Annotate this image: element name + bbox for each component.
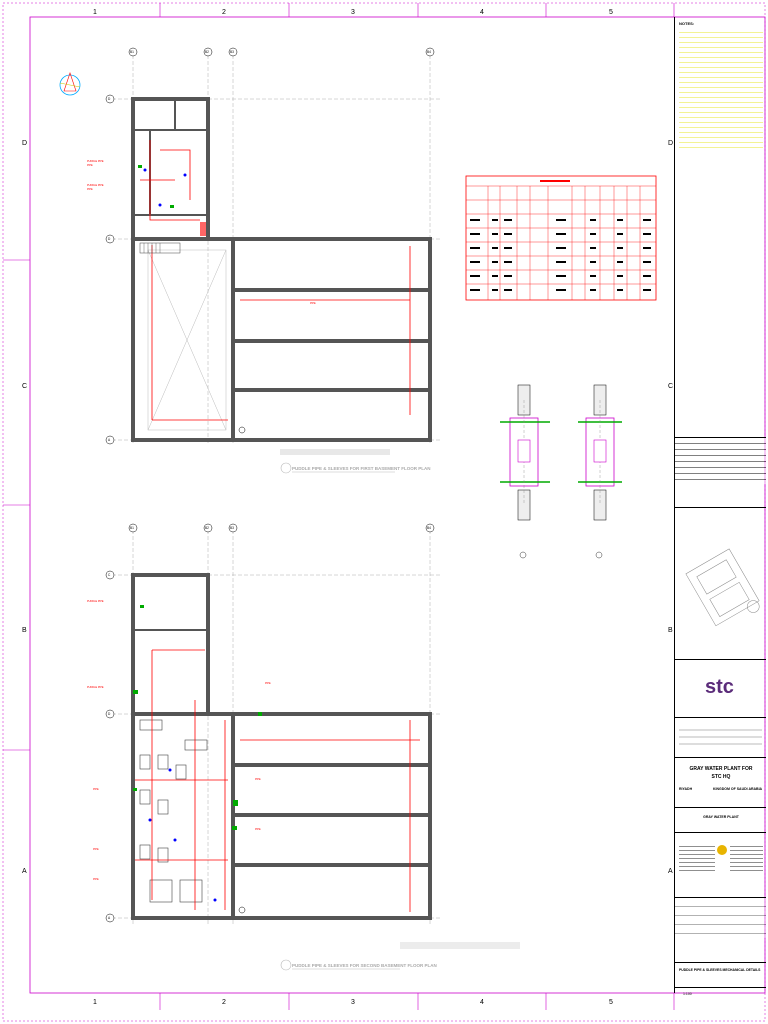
revision-table (675, 437, 766, 495)
svg-text:PIPE: PIPE (87, 188, 93, 191)
grid-label-row-d2: D (108, 237, 111, 241)
row-label-right-D: D (668, 140, 673, 147)
contractor-section (675, 832, 766, 882)
col-label-top-3: 3 (351, 9, 355, 16)
grid-label-b3: B3 (230, 50, 234, 54)
upper-floor-plan: B1 B2 B3 B4 D D A (59, 47, 440, 445)
col-label-bottom-4: 4 (480, 999, 484, 1006)
notes-lines (679, 28, 763, 148)
svg-text:PUDDLE PIPE: PUDDLE PIPE (87, 686, 104, 689)
row-label-left-A: A (22, 868, 27, 875)
svg-text:PIPE: PIPE (310, 302, 316, 305)
col-label-top-2: 2 (222, 9, 226, 16)
section-detail-right (578, 384, 622, 559)
row-label-left-C: C (22, 383, 27, 390)
notes-section: NOTES: (679, 21, 763, 148)
drawing-title-section: PUDDLE PIPE & SLEEVES MECHANICAL DETAILS (675, 962, 766, 987)
col-label-top-5: 5 (609, 9, 613, 16)
row-label-left-B: B (22, 627, 27, 634)
scale-section: 1:100 (675, 987, 766, 996)
row-label-right-A: A (668, 868, 673, 875)
col-label-bottom-2: 2 (222, 999, 226, 1006)
grid-label-lower-row-d: D (108, 712, 111, 716)
grid-label-lower-b3: B3 (230, 526, 234, 530)
project-line-2: STC HQ (711, 774, 731, 780)
svg-text:PIPE: PIPE (93, 788, 99, 791)
contractor-logo-icon (717, 845, 727, 855)
client-logo: stc (705, 676, 734, 698)
section-detail-left (500, 384, 550, 559)
drawing-subject: GRAY WATER PLANT (703, 815, 739, 819)
drawing-title: PUDDLE PIPE & SLEEVES MECHANICAL DETAILS (679, 968, 761, 972)
grid-label-lower-row-c: C (108, 573, 111, 577)
grid-label-lower-b1: B1 (130, 526, 134, 530)
project-section: GRAY WATER PLANT FOR STC HQ RIYADH KINGD… (675, 757, 766, 797)
grid-label-b2: B2 (205, 50, 209, 54)
location-right: KINGDOM OF SAUDI ARABIA (713, 787, 763, 791)
svg-text:PIPE: PIPE (93, 848, 99, 851)
row-label-right-B: B (668, 627, 673, 634)
row-label-right-C: C (668, 383, 673, 390)
lower-floor-plan: B1 B2 B3 B4 C D A (87, 523, 440, 925)
svg-text:PIPE: PIPE (255, 828, 261, 831)
subject-section: GRAY WATER PLANT (675, 807, 766, 827)
drawing-info-table (675, 897, 766, 947)
svg-text:PUDDLE PIPE: PUDDLE PIPE (87, 600, 104, 603)
col-label-bottom-1: 1 (93, 999, 97, 1006)
svg-text:PIPE: PIPE (93, 878, 99, 881)
client-section: stc (675, 659, 766, 717)
lower-plan-title: PUDDLE PIPE & SLEEVES FOR SECOND BASEMEN… (280, 959, 437, 971)
svg-text:PIPE: PIPE (265, 682, 271, 685)
row-markers (3, 259, 30, 751)
row-label-left-D: D (22, 140, 27, 147)
schedule-table (465, 175, 657, 301)
upper-plan-title: PUDDLE PIPE & SLEEVES FOR FIRST BASEMENT… (280, 462, 431, 474)
grid-label-lower-row-a: A (108, 916, 111, 920)
column-markers (159, 3, 675, 1010)
grid-label-lower-b2: B2 (205, 526, 209, 530)
svg-text:PUDDLE PIPE & SLEEVES FOR FIRS: PUDDLE PIPE & SLEEVES FOR FIRST BASEMENT… (292, 466, 431, 471)
grid-label-row-a: A (108, 438, 111, 442)
grid-label-b4: B4 (427, 50, 431, 54)
notes-title: NOTES: (679, 21, 695, 26)
col-label-bottom-5: 5 (609, 999, 613, 1006)
north-arrow-icon (59, 72, 81, 96)
col-label-top-4: 4 (480, 9, 484, 16)
grid-label-row-d: D (108, 97, 111, 101)
col-label-bottom-3: 3 (351, 999, 355, 1006)
svg-text:PUDDLE PIPE: PUDDLE PIPE (87, 184, 104, 187)
col-label-top-1: 1 (93, 9, 97, 16)
grid-label-lower-b4: B4 (427, 526, 431, 530)
location-left: RIYADH (679, 787, 693, 791)
grid-label-b1: B1 (130, 50, 134, 54)
svg-text:PIPE: PIPE (87, 164, 93, 167)
scale-value: 1:100 (683, 992, 692, 996)
key-plan (675, 507, 766, 659)
project-line-1: GRAY WATER PLANT FOR (689, 766, 753, 772)
svg-text:PUDDLE PIPE: PUDDLE PIPE (87, 160, 104, 163)
svg-text:PIPE: PIPE (255, 778, 261, 781)
title-block: NOTES: stc GRAY WATER PLANT FOR STC HQ R… (674, 17, 766, 996)
consultant-ghost (675, 717, 766, 757)
svg-text:PUDDLE PIPE & SLEEVES FOR SECO: PUDDLE PIPE & SLEEVES FOR SECOND BASEMEN… (292, 963, 437, 968)
